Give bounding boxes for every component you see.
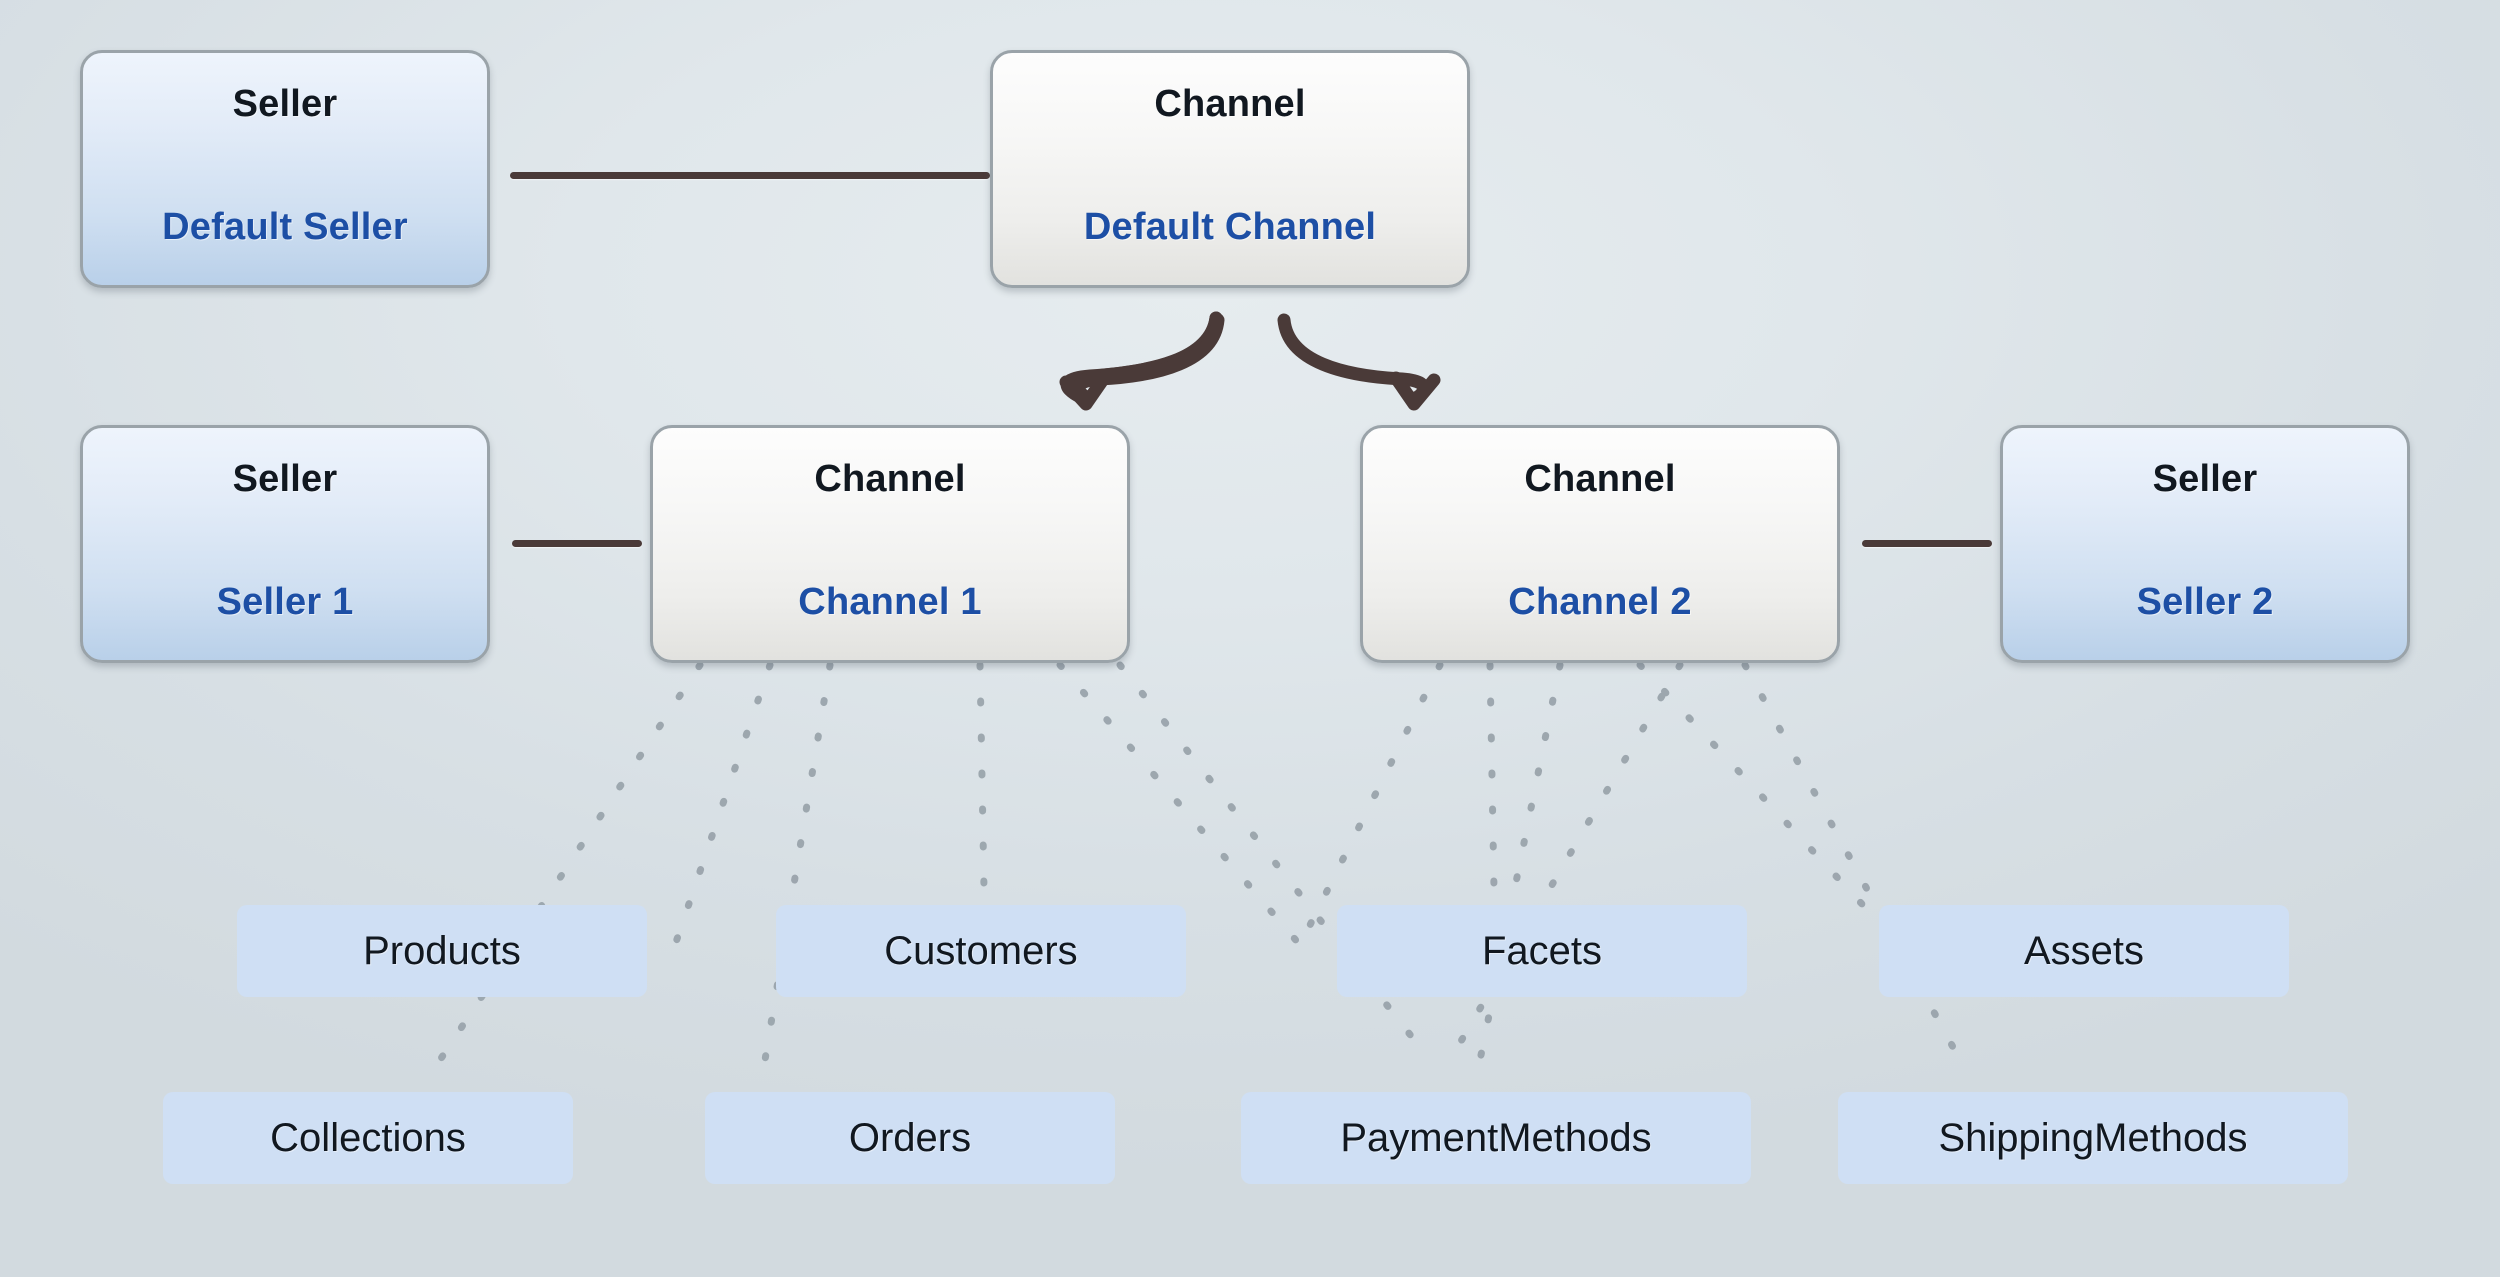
entity-type-label: Channel [1524,458,1676,500]
dotted-channel1-products [671,661,774,949]
card-seller-1[interactable]: Seller Seller 1 [80,425,490,663]
curved-arrow-right-head [1389,371,1441,411]
dotted-channel2-assets [1636,661,1904,949]
dotted-channel1-customers [976,661,989,949]
curved-arrow-left-shaft [1060,311,1223,405]
leaf-node-collections[interactable]: Collections [163,1092,573,1184]
entity-type-label: Seller [232,83,338,125]
card-default-channel[interactable]: Channel Default Channel [990,50,1470,288]
entity-name-label: Channel 2 [1508,581,1692,623]
card-channel-2[interactable]: Channel Channel 2 [1360,425,1840,663]
entity-name-label: Seller 1 [216,581,354,623]
dotted-channel1-paymentmethods [1116,661,1434,1064]
leaf-node-label: Collections [270,1115,466,1160]
card-seller-2[interactable]: Seller Seller 2 [2000,425,2410,663]
dotted-channel2-shipping-left [1476,661,1564,1064]
entity-type-label: Channel [1154,83,1306,125]
leaf-node-paymentmethods[interactable]: PaymentMethods [1241,1092,1751,1184]
entity-name-label: Seller 2 [2136,581,2274,623]
dotted-channel1-facets [1056,661,1304,949]
curved-arrow-right [1277,313,1431,405]
card-default-seller[interactable]: Seller Default Seller [80,50,490,288]
entity-name-label: Default Channel [1083,206,1377,248]
entity-type-label: Channel [814,458,966,500]
leaf-node-label: Orders [848,1115,972,1160]
leaf-node-shippingmethods[interactable]: ShippingMethods [1838,1092,2348,1184]
link-default-seller-default-channel [510,172,990,179]
leaf-node-label: PaymentMethods [1340,1115,1652,1160]
entity-type-label: Seller [232,458,338,500]
leaf-node-label: Products [363,928,521,973]
link-seller1-channel1 [512,540,642,547]
leaf-node-label: Assets [2023,928,2145,973]
dotted-channel2-paymentmethods [1446,661,1684,1064]
curved-arrow-left [1071,313,1225,405]
entity-name-label: Default Seller [162,206,408,248]
card-channel-1[interactable]: Channel Channel 1 [650,425,1130,663]
dotted-channel2-facets [1296,661,1444,949]
leaf-node-facets[interactable]: Facets [1337,905,1747,997]
leaf-node-products[interactable]: Products [237,905,647,997]
leaf-node-assets[interactable]: Assets [1879,905,2289,997]
curved-arrow-left-shaft-b [1072,311,1223,405]
leaf-node-label: Customers [884,928,1078,973]
leaf-node-orders[interactable]: Orders [705,1092,1115,1184]
entity-type-label: Seller [2152,458,2258,500]
dotted-channel2-assets-left [1486,661,1499,949]
dotted-channel1-collections [436,661,704,1064]
leaf-node-label: Facets [1481,928,1603,973]
entity-name-label: Channel 1 [798,581,982,623]
leaf-node-customers[interactable]: Customers [776,905,1186,997]
curved-arrow-left-head [1059,371,1111,411]
link-channel2-seller2 [1862,540,1992,547]
leaf-node-label: ShippingMethods [1938,1115,2248,1160]
dotted-channel2-shippingmethods [1741,661,1964,1064]
dotted-channel1-orders [761,661,834,1064]
